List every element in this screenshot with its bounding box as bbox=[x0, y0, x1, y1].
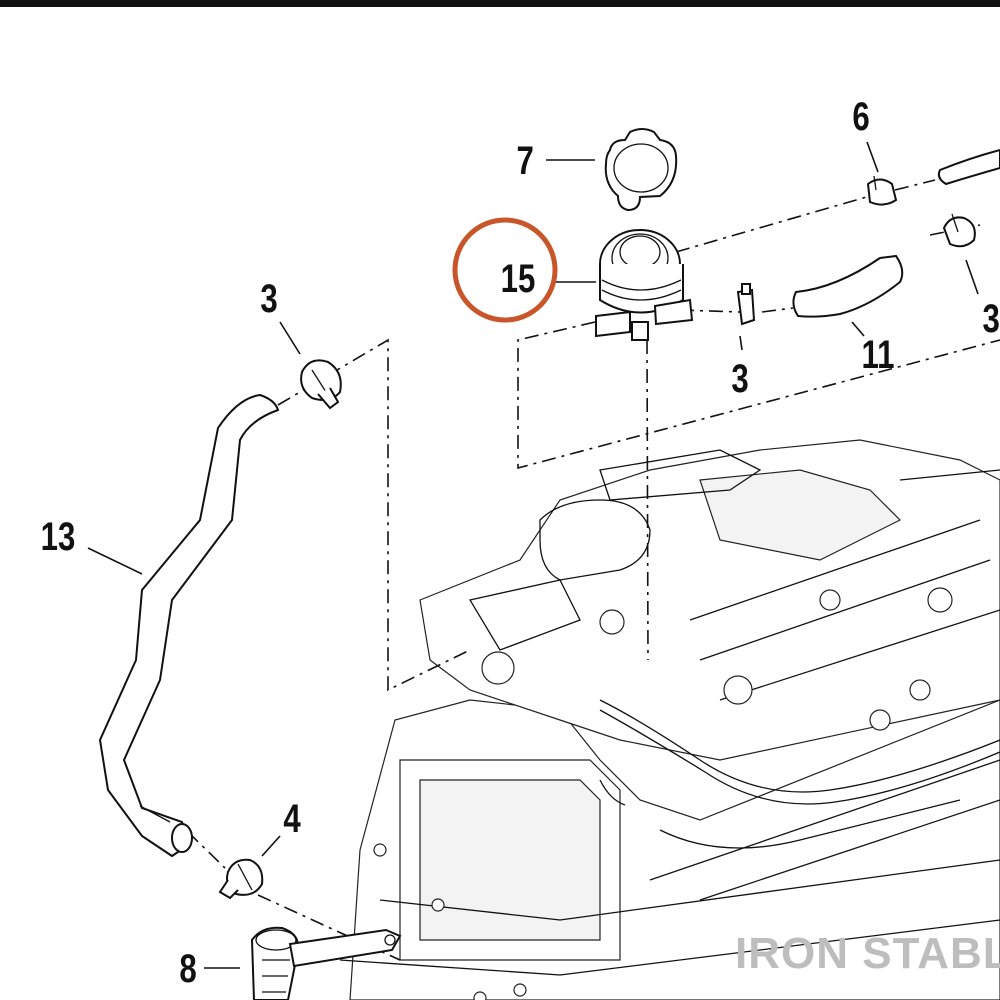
callout-11: 11 bbox=[862, 332, 895, 377]
callout-labels: 7 6 15 3 3 3 11 13 4 8 bbox=[41, 94, 1000, 991]
callout-6: 6 bbox=[852, 94, 869, 139]
watermark: IRON STABLE bbox=[735, 929, 1000, 978]
leader-lines bbox=[87, 141, 979, 969]
part-3-clamp-left bbox=[300, 359, 342, 410]
part-3-clip-mid bbox=[736, 283, 756, 326]
callout-13: 13 bbox=[41, 514, 76, 559]
part-7-cap bbox=[604, 128, 678, 212]
callout-3-right: 3 bbox=[982, 296, 999, 341]
part-6-clamp bbox=[866, 175, 898, 206]
part-4-clamp bbox=[218, 858, 264, 900]
top-border-bar bbox=[0, 0, 1000, 7]
callout-3-left: 3 bbox=[260, 276, 277, 321]
callout-3-mid: 3 bbox=[731, 356, 748, 401]
highlight-circle bbox=[452, 217, 558, 323]
callout-4: 4 bbox=[283, 796, 300, 841]
part-3-clamp-right bbox=[942, 213, 976, 248]
part-8-bracket bbox=[250, 926, 402, 1000]
part-15-filler-neck bbox=[595, 229, 694, 341]
part-13-hose bbox=[98, 393, 280, 858]
callout-7: 7 bbox=[516, 138, 533, 183]
upper-right-hose bbox=[937, 148, 1000, 186]
part-11-hose bbox=[792, 254, 904, 318]
engine-assembly bbox=[339, 439, 1000, 1000]
callout-8: 8 bbox=[179, 946, 196, 991]
callout-15: 15 bbox=[501, 256, 536, 301]
